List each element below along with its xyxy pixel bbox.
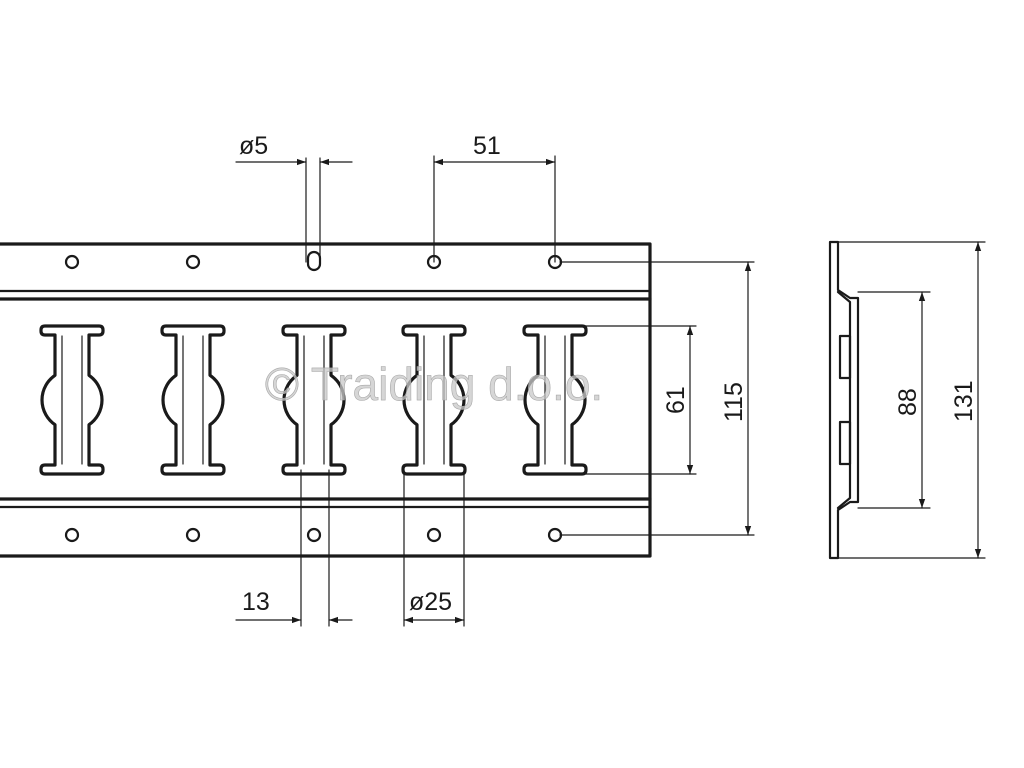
mounting-hole [64, 254, 80, 270]
rail-side-profile [828, 240, 986, 560]
mounting-hole [185, 527, 201, 543]
lashing-slot-outline [281, 324, 347, 476]
profile-outer-line [828, 240, 860, 560]
watermark-text: © Traiding d.o.o. [265, 358, 603, 410]
rail-front-view [0, 242, 652, 558]
mounting-hole [547, 527, 563, 543]
profile-slot-edge-lower [838, 420, 852, 466]
label-profile-inner: 88 [894, 388, 922, 416]
lashing-slot-outline [522, 324, 588, 476]
label-hole-pitch: 51 [473, 132, 501, 160]
rail-outline [0, 242, 652, 558]
label-slot-round-diameter: ø25 [409, 588, 452, 616]
dimension-labels: ø5 51 13 ø25 61 115 88 131 [239, 132, 978, 616]
label-hole-span: 115 [720, 382, 748, 422]
profile-inner-line [836, 290, 852, 510]
mounting-hole [306, 527, 322, 543]
mounting-holes-bottom [64, 527, 563, 543]
mounting-hole [64, 527, 80, 543]
label-profile-total: 131 [950, 380, 978, 422]
label-slot-height: 61 [662, 386, 690, 414]
lashing-slot-outline [39, 324, 105, 476]
dimension-lines [235, 155, 982, 627]
mounting-hole [185, 254, 201, 270]
label-slot-width: 13 [242, 588, 270, 616]
mounting-holes-top [64, 250, 563, 272]
label-hole-diameter: ø5 [239, 132, 268, 160]
lashing-slots [39, 324, 588, 476]
mounting-hole [426, 527, 442, 543]
lashing-slot-outline [160, 324, 226, 476]
profile-slot-edge-upper [838, 334, 852, 380]
lashing-slot-outline [401, 324, 467, 476]
mounting-hole-slotted [306, 250, 322, 272]
